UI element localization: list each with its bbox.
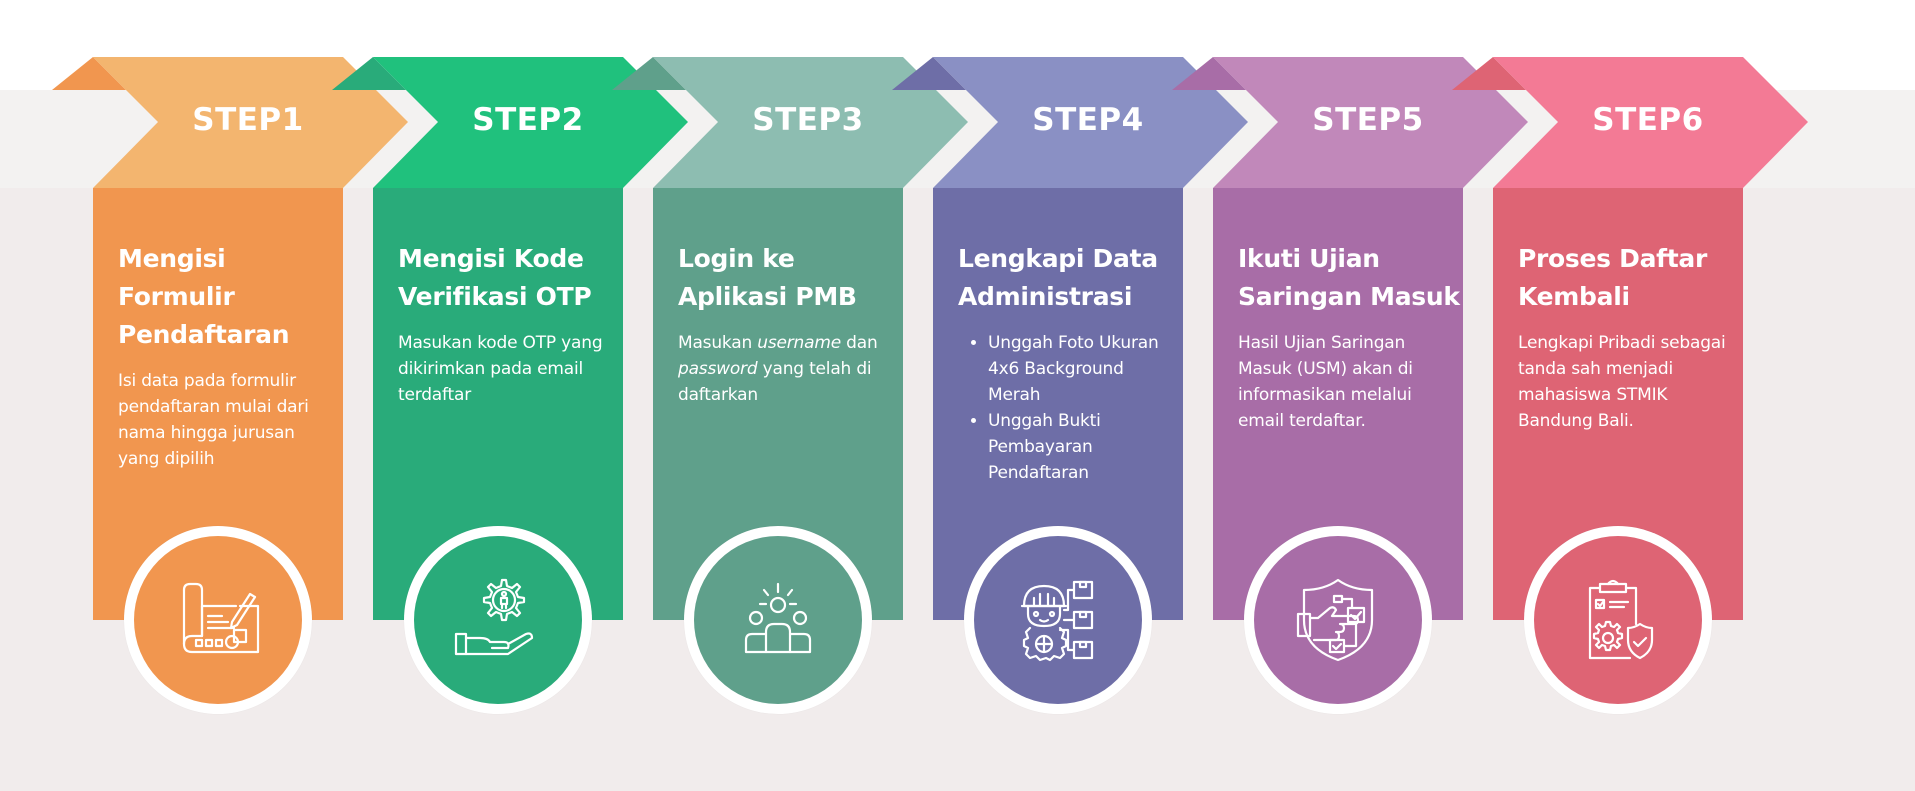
step-1-fold-triangle	[52, 57, 126, 90]
step-1-arrow	[93, 57, 408, 188]
step-2-fold-triangle	[332, 57, 406, 90]
step-arrows	[52, 57, 1808, 188]
step-2-label: STEP2	[472, 102, 584, 138]
step-1-label: STEP1	[192, 102, 304, 138]
step-5-label: STEP5	[1312, 102, 1424, 138]
step-4-icon-circle	[964, 526, 1152, 714]
step-6-description: Lengkapi Pribadi sebagai tanda sah menja…	[1518, 333, 1726, 431]
step-3-title: Login ke Aplikasi PMB	[678, 244, 857, 311]
step-1-icon-circle	[124, 526, 312, 714]
group-people-icon	[744, 582, 812, 654]
step-3-label: STEP3	[752, 102, 864, 138]
step-3-description: Masukan username dan password yang telah…	[678, 333, 878, 405]
step-3-icon-bg	[694, 536, 862, 704]
step-4-title: Lengkapi Data Administrasi	[958, 244, 1158, 311]
step-6-label: STEP6	[1592, 102, 1704, 138]
step-2-arrow	[373, 57, 688, 188]
step-1-description: Isi data pada formulir pendaftaran mulai…	[118, 371, 309, 469]
step-2-icon-circle	[404, 526, 592, 714]
step-3-fold-triangle	[612, 57, 686, 90]
step-4-fold-triangle	[892, 57, 966, 90]
step-6-title: Proses Daftar Kembali	[1518, 244, 1707, 311]
step-4-requirements-list: Unggah Foto Ukuran 4x6 Background Merah …	[958, 330, 1180, 486]
blueprint-pencil-icon	[182, 582, 260, 654]
step-1-title: Mengisi Formulir Pendaftaran	[118, 244, 290, 349]
step-6-icon-circle	[1524, 526, 1712, 714]
step-6-fold-triangle	[1452, 57, 1526, 90]
step-2-icon-bg	[414, 536, 582, 704]
step-2-title: Mengisi Kode Verifikasi OTP	[398, 244, 592, 311]
step-6-icon-bg	[1534, 536, 1702, 704]
step-4-label: STEP4	[1032, 102, 1144, 138]
worker-boxes-icon	[1020, 580, 1094, 662]
step-5-panel: Ikuti Ujian Saringan Masuk Hasil Ujian S…	[1213, 188, 1463, 620]
step-6-panel: Proses Daftar Kembali Lengkapi Pribadi s…	[1493, 188, 1743, 620]
step-5-icon-circle	[1244, 526, 1432, 714]
step-3-panel: Login ke Aplikasi PMB Masukan username d…	[653, 188, 903, 620]
step-5-icon-bg	[1254, 536, 1422, 704]
step-5-title: Ikuti Ujian Saringan Masuk	[1238, 244, 1460, 311]
shield-hand-checklist-icon	[1296, 578, 1374, 662]
step-5-description: Hasil Ujian Saringan Masuk (USM) akan di…	[1238, 333, 1413, 431]
step-1-icon-bg	[134, 536, 302, 704]
step-5-fold-triangle	[1172, 57, 1246, 90]
clipboard-gear-shield-icon	[1588, 579, 1654, 660]
step-4-arrow	[933, 57, 1248, 188]
step-2-description: Masukan kode OTP yang dikirimkan pada em…	[398, 333, 603, 405]
step-5-arrow	[1213, 57, 1528, 188]
list-item: Unggah Bukti Pembayaran Pendaftaran	[988, 408, 1180, 486]
step-3-arrow	[653, 57, 968, 188]
list-item: Unggah Foto Ukuran 4x6 Background Merah	[988, 330, 1180, 408]
step-4-icon-bg	[974, 536, 1142, 704]
step-6-arrow	[1493, 57, 1808, 188]
step-3-icon-circle	[684, 526, 872, 714]
hand-gear-person-icon	[454, 578, 534, 656]
